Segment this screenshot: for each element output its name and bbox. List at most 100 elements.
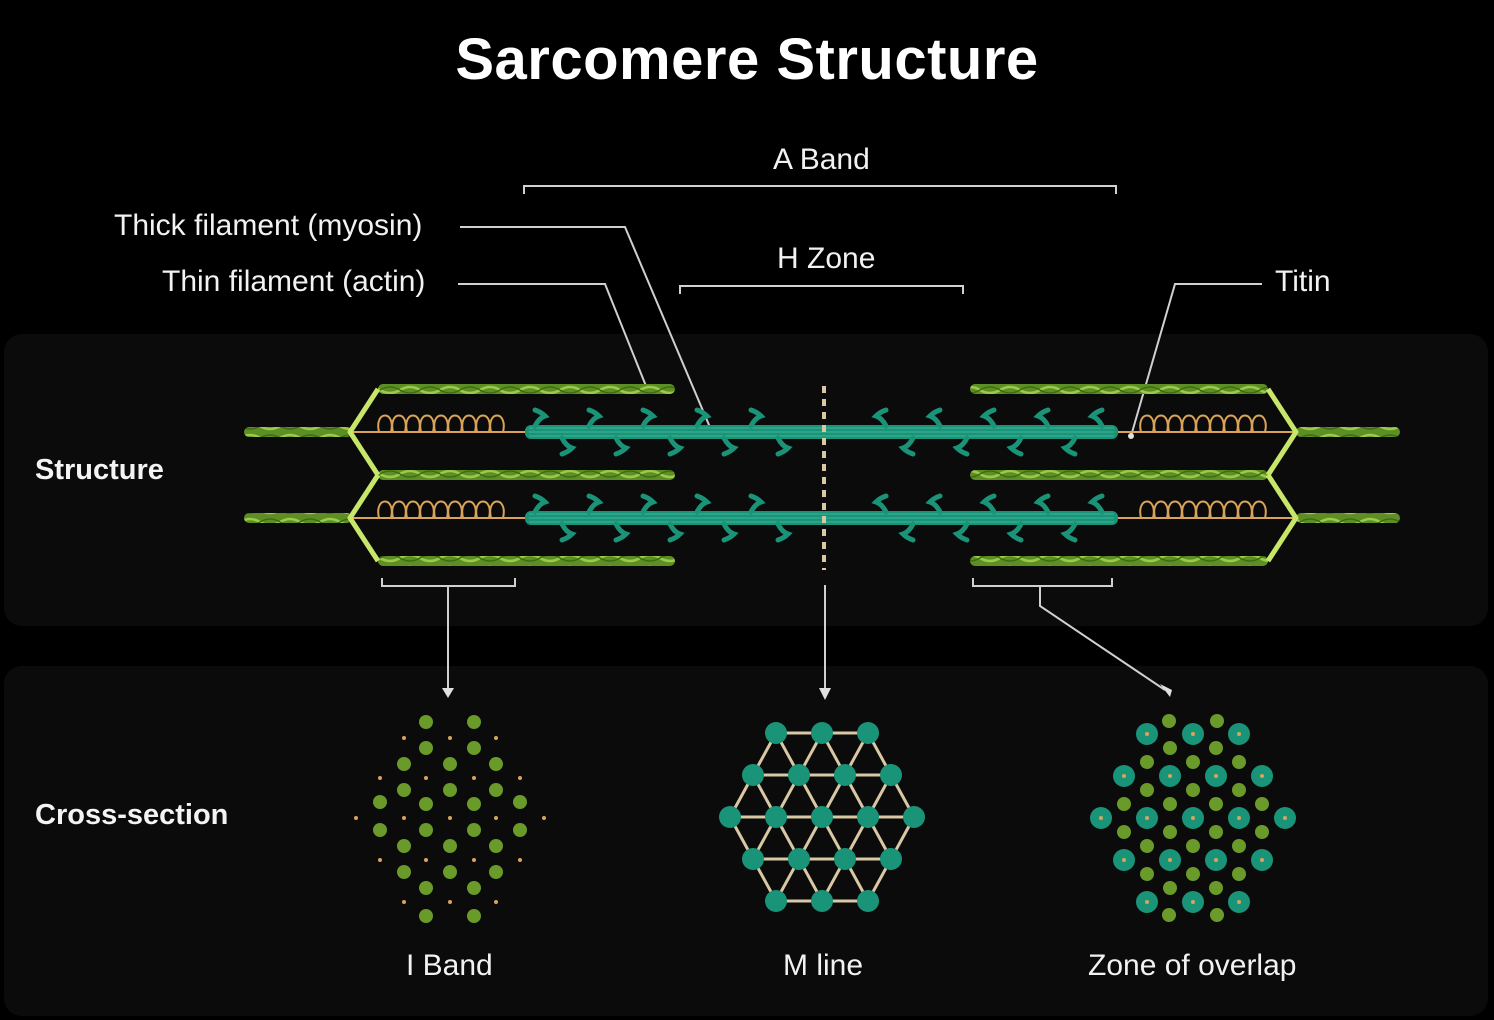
i-band-actin-dot (443, 783, 457, 797)
myosin-head (586, 493, 604, 515)
myosin-head (979, 493, 997, 515)
myosin-head (925, 407, 943, 429)
overlap-actin-dot (1232, 783, 1246, 797)
overlap-myosin-core (1214, 774, 1218, 778)
overlap-arrowhead (1160, 684, 1172, 697)
i-band-actin-dot (419, 741, 433, 755)
thin-filament-label: Thin filament (actin) (162, 265, 426, 298)
myosin-head (1087, 493, 1105, 515)
myosin-head (613, 435, 631, 457)
myosin-head (871, 407, 889, 429)
m-line-myosin-dot (834, 848, 856, 870)
i-band-label: I Band (406, 949, 493, 982)
i-band-titin-dot (448, 816, 452, 820)
titin-leader (1130, 283, 1262, 437)
cross-section-row-label: Cross-section (35, 799, 229, 831)
overlap-myosin-core (1191, 816, 1195, 820)
i-band-bracket (381, 578, 516, 587)
m-line-myosin-dot (765, 806, 787, 828)
m-line-label: M line (783, 949, 864, 982)
i-band-titin-dot (518, 776, 522, 780)
myosin-head (613, 521, 631, 543)
overlap-actin-dot (1140, 755, 1154, 769)
myosin-head (1060, 521, 1078, 543)
i-band-titin-dot (402, 900, 406, 904)
m-line-myosin-dot (857, 806, 879, 828)
i-band-actin-dot (467, 797, 481, 811)
overlap-actin-dot (1140, 783, 1154, 797)
i-band-actin-dot (373, 795, 387, 809)
diagram-title: Sarcomere Structure (455, 27, 1039, 92)
i-band-titin-dot (424, 776, 428, 780)
i-band-actin-dot (489, 783, 503, 797)
overlap-actin-dot (1140, 867, 1154, 881)
myosin-head (775, 435, 793, 457)
myosin-head (1006, 521, 1024, 543)
m-line-myosin-dot (811, 722, 833, 744)
i-band-actin-dot (443, 839, 457, 853)
overlap-actin-dot (1163, 741, 1177, 755)
actin-filament (970, 470, 1268, 480)
overlap-myosin-core (1168, 774, 1172, 778)
i-band-actin-dot (419, 881, 433, 895)
overlap-myosin-core (1191, 900, 1195, 904)
h-zone-bracket (679, 285, 964, 294)
actin-filament (378, 384, 675, 394)
overlap-myosin-core (1145, 900, 1149, 904)
overlap-bracket (972, 578, 1113, 587)
myosin-head (1087, 407, 1105, 429)
myosin-head (532, 407, 550, 429)
overlap-actin-dot (1232, 867, 1246, 881)
titin-coil (377, 500, 505, 519)
overlap-myosin-core (1099, 816, 1103, 820)
actin-filament (378, 470, 675, 480)
actin-filament (1296, 427, 1400, 437)
overlap-actin-dot (1162, 908, 1176, 922)
myosin-head (775, 521, 793, 543)
overlap-myosin-core (1214, 858, 1218, 862)
overlap-myosin-core (1260, 858, 1264, 862)
overlap-actin-dot (1209, 881, 1223, 895)
i-band-actin-dot (443, 757, 457, 771)
m-line-myosin-dot (811, 806, 833, 828)
titin-leader-dot (1128, 433, 1134, 439)
m-line-myosin-dot (834, 764, 856, 786)
i-band-titin-dot (424, 858, 428, 862)
i-band-titin-dot (472, 776, 476, 780)
i-band-titin-dot (354, 816, 358, 820)
myosin-head (640, 493, 658, 515)
i-band-titin-dot (378, 776, 382, 780)
actin-filament (970, 556, 1268, 566)
i-band-actin-dot (419, 715, 433, 729)
i-band-actin-dot (419, 797, 433, 811)
overlap-myosin-core (1237, 732, 1241, 736)
myosin-head (532, 493, 550, 515)
i-band-titin-dot (448, 736, 452, 740)
m-line-myosin-dot (788, 848, 810, 870)
i-band-actin-dot (443, 865, 457, 879)
overlap-actin-dot (1163, 825, 1177, 839)
m-line-myosin-dot (765, 722, 787, 744)
i-band-actin-dot (467, 909, 481, 923)
overlap-actin-dot (1232, 839, 1246, 853)
overlap-actin-dot (1163, 881, 1177, 895)
i-band-actin-dot (467, 715, 481, 729)
myosin-head (925, 493, 943, 515)
thin-filament-leader (458, 283, 647, 387)
i-band-titin-dot (448, 900, 452, 904)
m-line-myosin-dot (765, 890, 787, 912)
i-band-titin-dot (472, 858, 476, 862)
overlap-myosin-core (1237, 900, 1241, 904)
i-band-titin-dot (402, 816, 406, 820)
overlap-actin-dot (1209, 825, 1223, 839)
myosin-head (898, 435, 916, 457)
i-band-actin-dot (373, 823, 387, 837)
structure-row-label: Structure (35, 454, 164, 486)
overlap-actin-dot (1210, 714, 1224, 728)
overlap-myosin-core (1168, 858, 1172, 862)
myosin-head (586, 407, 604, 429)
myosin-head (694, 493, 712, 515)
i-band-actin-dot (419, 823, 433, 837)
overlap-myosin-core (1191, 732, 1195, 736)
